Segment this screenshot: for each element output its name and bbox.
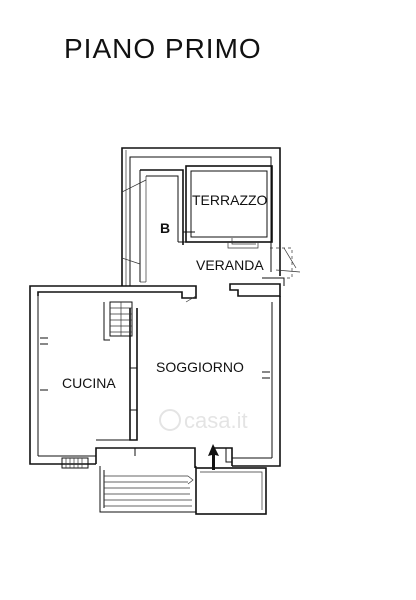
- room-label-soggiorno: SOGGIORNO: [156, 359, 244, 375]
- room-label-terrazzo: TERRAZZO: [192, 192, 268, 208]
- veranda-boundary: [270, 247, 293, 279]
- watermark-text: casa.it: [184, 408, 248, 433]
- external-staircase: [99, 466, 197, 513]
- watermark: casa.it: [159, 408, 248, 433]
- door-swing-marks: [121, 179, 301, 303]
- annex-connection-walls: [29, 277, 285, 299]
- room-label-veranda: VERANDA: [196, 257, 264, 273]
- upper-annex-walls: [121, 147, 281, 286]
- room-label-cucina: CUCINA: [62, 375, 116, 391]
- terrazzo-walls: [185, 165, 273, 249]
- plan-title: PIANO PRIMO: [64, 33, 262, 64]
- external-landing: [195, 467, 267, 515]
- room-label-b: B: [160, 220, 170, 236]
- internal-stair: [103, 301, 133, 341]
- kitchen-window: [61, 457, 89, 469]
- kitchen-partition: [95, 308, 138, 456]
- entrance-arrow-icon: [208, 444, 219, 470]
- room-b-walls: [139, 169, 195, 283]
- left-side-marks: [40, 337, 270, 391]
